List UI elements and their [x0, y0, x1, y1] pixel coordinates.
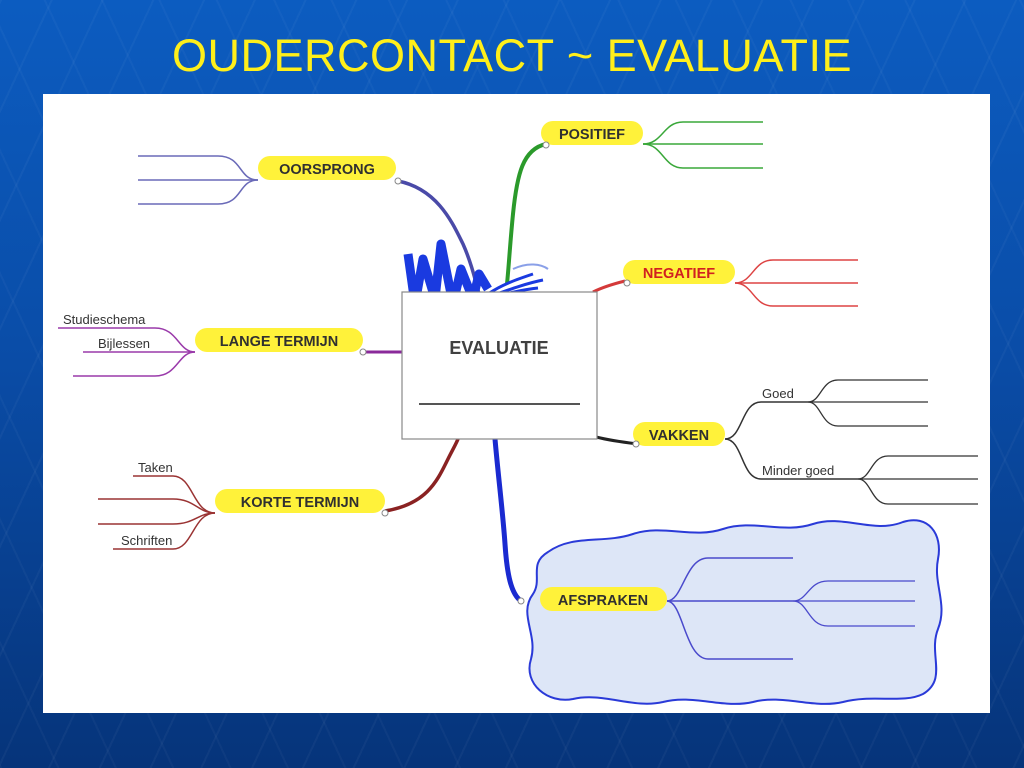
branch-korte-termijn[interactable]: KORTE TERMIJN Taken Schriften: [98, 460, 389, 550]
topic-highlight-oorsprong: [258, 156, 396, 180]
branch-negatief[interactable]: NEGATIEF: [623, 259, 858, 307]
leaf-label-minder-goed: Minder goed: [762, 463, 834, 478]
branch-afspraken[interactable]: AFSPRAKEN: [517, 557, 915, 660]
topic-highlight-lange-termijn: [195, 328, 363, 352]
slide-title: OUDERCONTACT ~ EVALUATIE: [171, 30, 853, 81]
topic-label-oorsprong: OORSPRONG: [279, 162, 375, 178]
branch-lange-termijn[interactable]: LANGE TERMIJN Studieschema Bijlessen: [58, 312, 367, 377]
topic-highlight-positief: [541, 121, 643, 145]
central-topic-box[interactable]: [401, 291, 598, 440]
topic-highlight-korte-termijn: [215, 489, 385, 513]
branch-vakken[interactable]: VAKKEN Goed Minder goed: [632, 379, 978, 505]
leaf-label-goed: Goed: [762, 386, 794, 401]
topic-label-positief: POSITIEF: [559, 127, 625, 143]
connector-korte-termijn: [384, 438, 460, 513]
leaf-label-studieschema: Studieschema: [63, 312, 146, 327]
leaf-label-bijlessen: Bijlessen: [98, 336, 150, 351]
connector-negatief: [592, 279, 626, 294]
leaf-label-taken: Taken: [138, 460, 173, 475]
topic-highlight-vakken: [633, 422, 725, 446]
topic-label-afspraken: AFSPRAKEN: [558, 593, 648, 609]
topic-label-negatief: NEGATIEF: [643, 266, 715, 282]
topic-label-vakken: VAKKEN: [649, 428, 709, 444]
topic-highlight-negatief: [623, 260, 735, 284]
mindmap-canvas: EVALUATIE OORSPRONG POSITIEF NEGATIEF LA…: [58, 121, 978, 705]
mindmap-panel: EVALUATIE OORSPRONG POSITIEF NEGATIEF LA…: [43, 94, 990, 713]
branch-positief[interactable]: POSITIEF: [541, 121, 763, 169]
afspraken-cloud: [526, 519, 943, 705]
connector-vakken: [595, 435, 639, 446]
topic-label-lange-termijn: LANGE TERMIJN: [220, 334, 338, 350]
topic-highlight-afspraken: [540, 587, 667, 611]
connector-afspraken: [492, 438, 523, 604]
leaf-label-schriften: Schriften: [121, 533, 172, 548]
central-topic-label: EVALUATIE: [449, 338, 548, 358]
topic-label-korte-termijn: KORTE TERMIJN: [241, 495, 359, 511]
connector-positief: [505, 142, 547, 285]
branch-oorsprong[interactable]: OORSPRONG: [138, 155, 402, 205]
